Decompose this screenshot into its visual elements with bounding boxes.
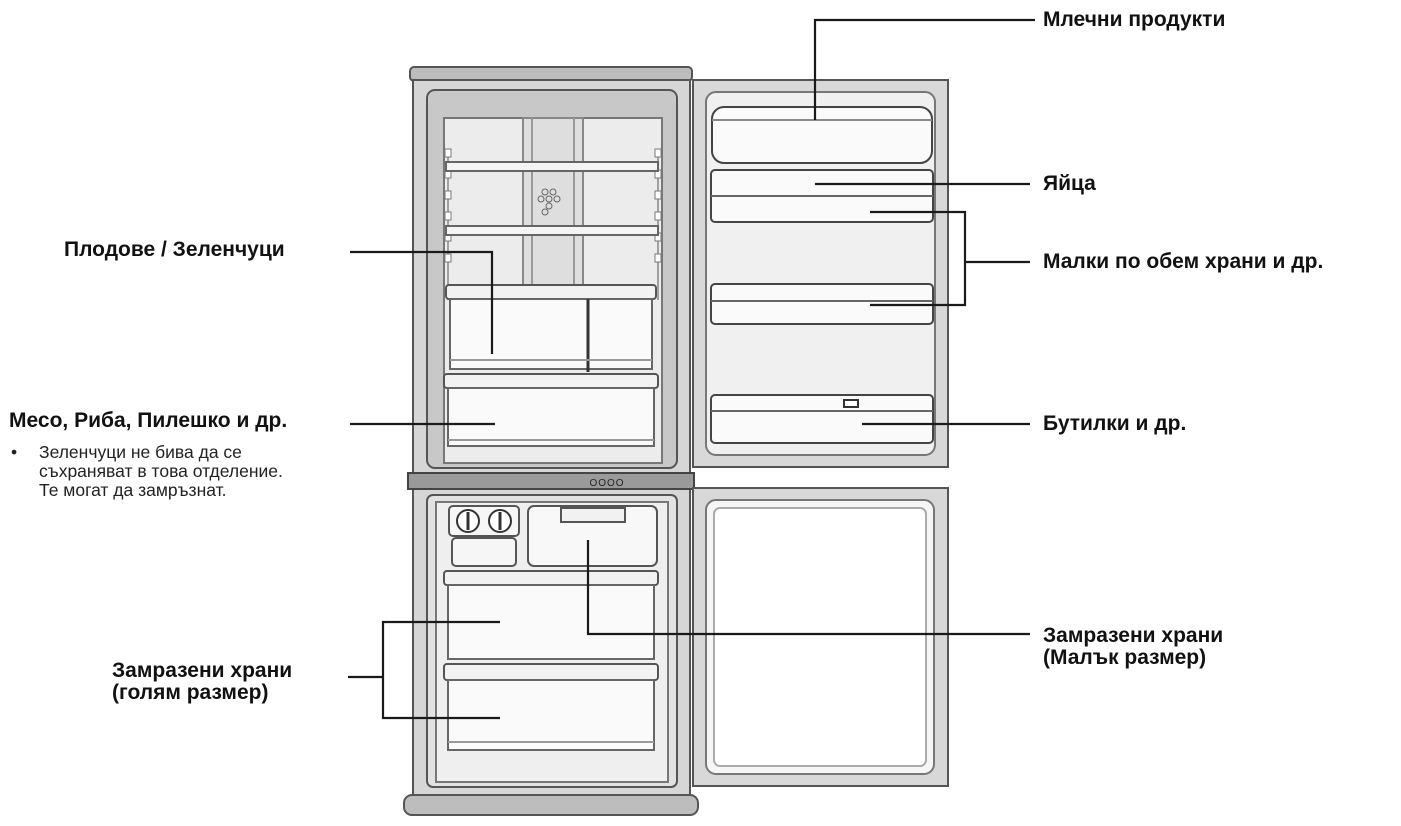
label-frozen-large-line1: Замразени храни: [112, 659, 293, 682]
fridge-cabinet: [403, 66, 699, 816]
note-bullet: •: [11, 442, 18, 462]
leader-small-foods: [870, 210, 967, 307]
label-small-foods: Малки по обем храни и др.: [1043, 250, 1324, 273]
label-fruits-vegetables: Плодове / Зеленчуци: [64, 238, 285, 261]
leader-frozen-small: [586, 540, 1030, 636]
callout-lines: [348, 18, 1035, 720]
label-frozen-large-line2: (голям размер): [112, 681, 269, 704]
label-frozen-small-line1: Замразени храни: [1043, 624, 1224, 647]
note-line-2: съхраняват в това отделение.: [39, 461, 283, 481]
label-dairy: Млечни продукти: [1043, 8, 1226, 31]
label-frozen-small: Замразени храни (Малък размер): [1043, 625, 1223, 669]
note-vegetables-warning: • Зеленчуци не бива да се съхраняват в то…: [11, 443, 283, 500]
label-eggs: Яйца: [1043, 172, 1096, 195]
leader-dairy: [813, 18, 1035, 120]
label-bottles: Бутилки и др.: [1043, 412, 1187, 435]
control-panel-indicators: OOOO: [589, 478, 624, 489]
doors: [692, 79, 949, 787]
label-frozen-small-line2: (Малък размер): [1043, 646, 1207, 669]
label-meat-fish: Месо, Риба, Пилешко и др.: [9, 409, 288, 432]
note-line-1: Зеленчуци не бива да се: [39, 442, 242, 462]
leader-frozen-large: [381, 620, 500, 720]
label-frozen-large: Замразени храни (голям размер): [112, 660, 292, 704]
note-line-3: Те могат да замръзнат.: [39, 480, 227, 500]
leader-fruits: [350, 250, 494, 354]
